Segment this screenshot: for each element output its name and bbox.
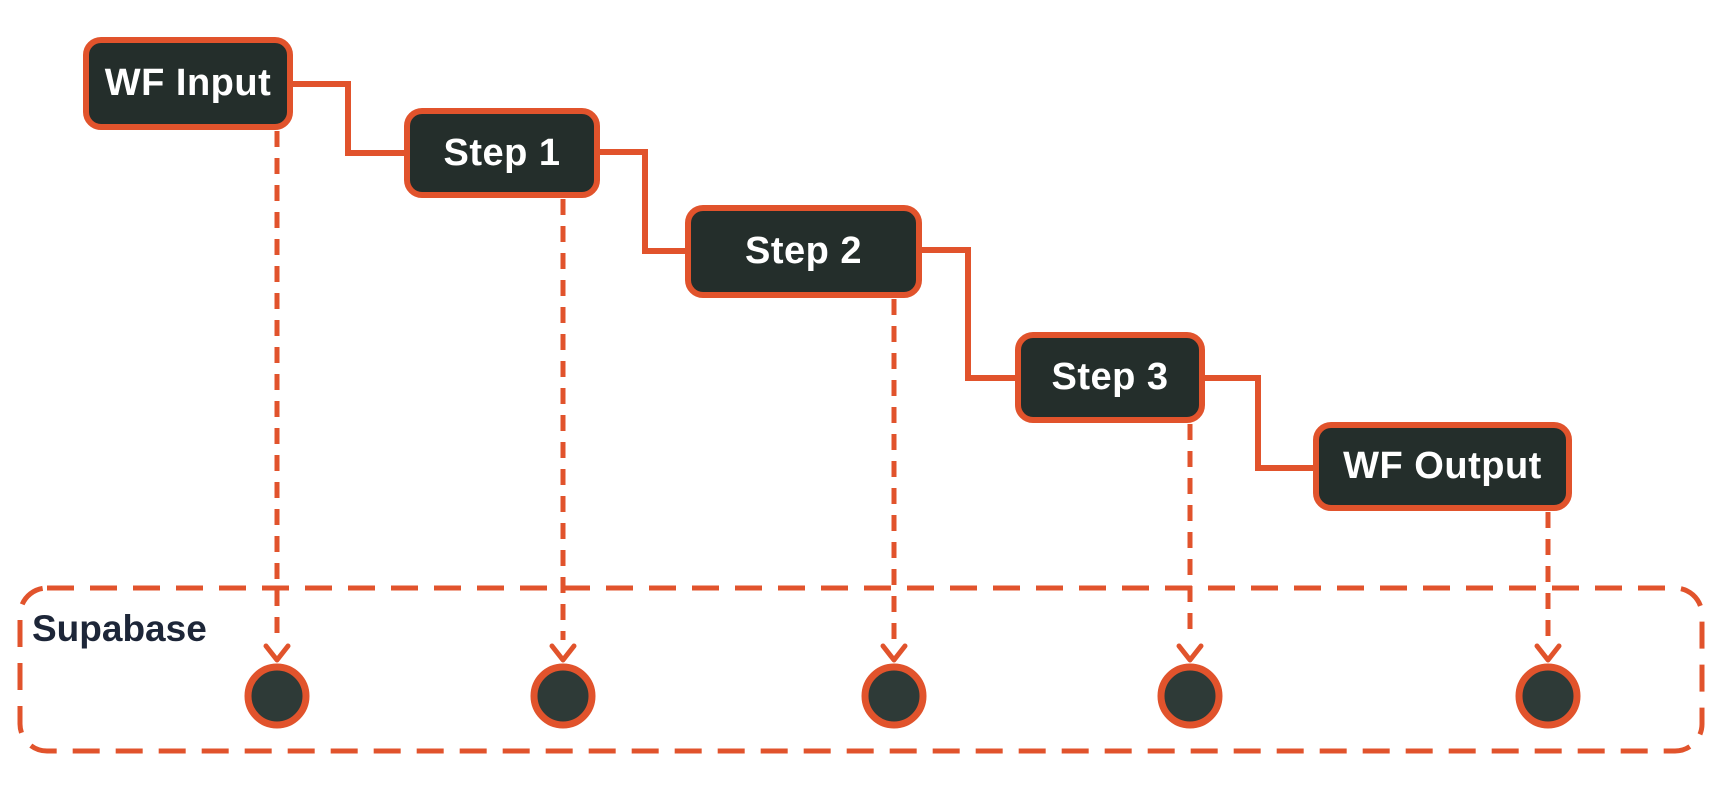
db-node-dot	[244, 663, 310, 729]
db-node-dot	[530, 663, 596, 729]
node-label: Step 1	[443, 131, 561, 174]
db-node-dot	[1515, 663, 1581, 729]
node-label: Step 2	[744, 230, 863, 272]
node-step-1: Step 1	[404, 108, 600, 198]
node-label: WF Output	[1343, 445, 1542, 487]
node-label: Step 3	[1051, 356, 1169, 398]
arrow-down-icon	[1534, 643, 1562, 663]
edge-wfinput-step1	[293, 81, 404, 156]
node-wf-output: WF Output	[1313, 422, 1572, 511]
arrow-down-icon	[549, 643, 577, 663]
supabase-container-border	[17, 585, 1705, 754]
arrow-down-icon	[1176, 643, 1204, 663]
node-step-3: Step 3	[1015, 332, 1205, 423]
edge-step3-wfoutput	[1205, 375, 1313, 471]
db-node-dot	[1157, 663, 1223, 729]
edge-step1-step2	[600, 149, 685, 254]
node-wf-input: WF Input	[83, 37, 293, 130]
node-label: WF Input	[104, 62, 272, 104]
arrow-down-icon	[263, 643, 291, 663]
supabase-label: Supabase	[32, 608, 207, 649]
edge-step2-step3	[922, 247, 1015, 381]
node-step-2: Step 2	[685, 205, 922, 298]
arrow-down-icon	[880, 643, 908, 663]
db-node-dot	[861, 663, 927, 729]
